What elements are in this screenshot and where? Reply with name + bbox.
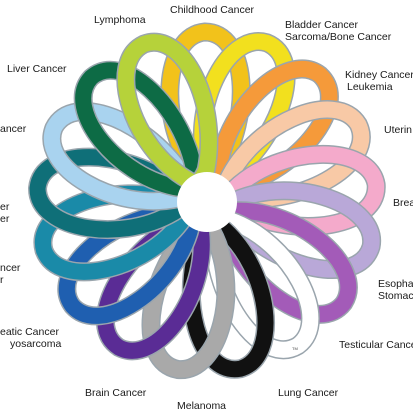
label-esophageal-stomach: Esopha Stomac — [378, 278, 413, 302]
label-left-middle-line2: er — [0, 213, 10, 225]
label-left-lower-line1: ncer — [0, 262, 21, 274]
label-testicular-cancer: Testicular Cance — [339, 339, 413, 351]
label-childhood-cancer: Childhood Cancer — [170, 4, 255, 16]
label-sarcoma-bone-cancer: Sarcoma/Bone Cancer — [285, 31, 392, 43]
label-left-middle-line1: er — [0, 201, 10, 213]
trademark-mark: TM — [292, 346, 298, 351]
label-kidney-cancer: Kidney Cancer — [345, 69, 413, 81]
label-pancreatic-cancer: eatic Cancer — [0, 326, 59, 338]
label-brain-cancer: Brain Cancer — [85, 387, 147, 399]
label-bladder-sarcoma: Bladder Cancer Sarcoma/Bone Cancer — [285, 19, 391, 43]
label-bladder-cancer: Bladder Cancer — [285, 19, 358, 31]
label-left-lower-line2: r — [0, 274, 4, 286]
label-leiomyosarcoma: yosarcoma — [10, 338, 62, 350]
label-liver-cancer: Liver Cancer — [7, 63, 67, 75]
label-lung-cancer: Lung Cancer — [278, 387, 339, 399]
label-kidney-leukemia: Kidney Cancer Leukemia — [345, 69, 413, 93]
label-uterine-cancer: Uterin — [384, 124, 413, 136]
label-left-middle: er er — [0, 201, 9, 225]
label-leukemia: Leukemia — [347, 81, 393, 93]
center-hub — [177, 172, 237, 232]
label-esophageal: Esopha — [378, 278, 413, 290]
label-pancreatic-leiomyosarcoma: eatic Cancer yosarcoma — [0, 326, 61, 350]
label-left-lower: ncer r — [0, 262, 20, 286]
label-melanoma: Melanoma — [177, 400, 227, 412]
label-breast-cancer: Brea — [393, 197, 413, 209]
label-lung-cancer-left: ancer — [0, 123, 27, 135]
label-stomach: Stomac — [378, 290, 413, 302]
label-lymphoma: Lymphoma — [94, 14, 146, 26]
